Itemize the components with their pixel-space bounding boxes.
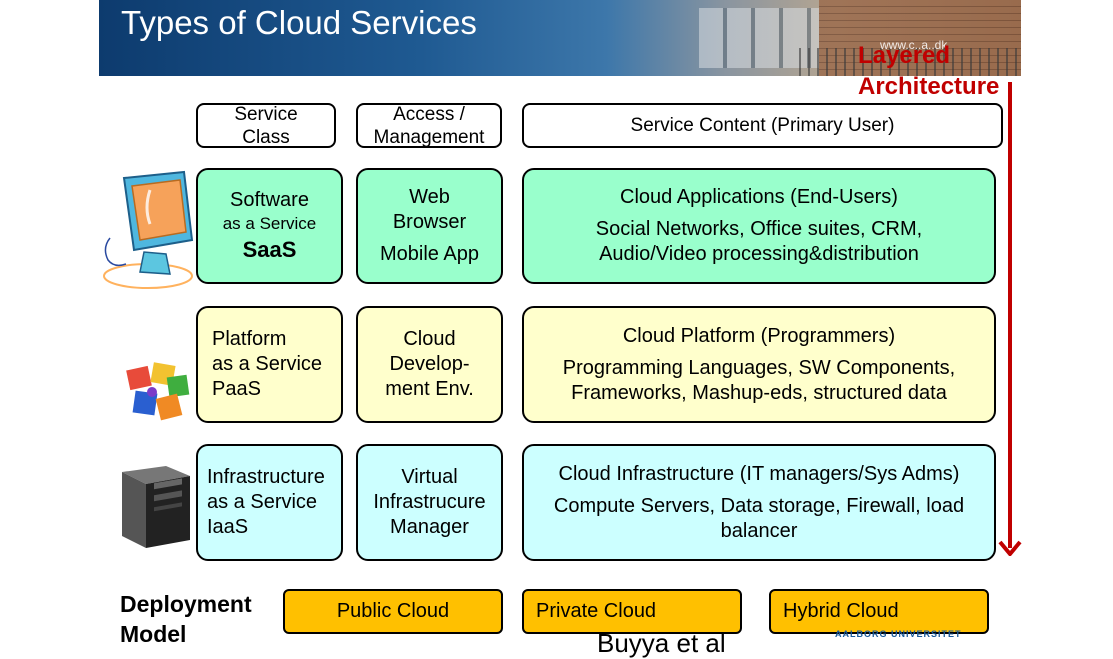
paas-class-box: Platform as a Service PaaS bbox=[196, 306, 343, 423]
deployment-model-label: Deployment Model bbox=[120, 589, 252, 649]
hybrid-cloud-box: Hybrid Cloud bbox=[769, 589, 989, 634]
paas-access-line2: Develop- bbox=[389, 353, 470, 375]
saas-content-line2: Audio/Video processing&distribution bbox=[599, 243, 919, 265]
saas-content-title: Cloud Applications (End-Users) bbox=[620, 186, 898, 208]
saas-class-box: Software as a Service SaaS bbox=[196, 168, 343, 284]
banner-url: www.c..a..dk bbox=[880, 38, 948, 52]
header-access-management: Access / Management bbox=[356, 103, 502, 148]
iaas-content-box: Cloud Infrastructure (IT managers/Sys Ad… bbox=[522, 444, 996, 561]
paas-access-box: Cloud Develop- ment Env. bbox=[356, 306, 503, 423]
public-cloud-box: Public Cloud bbox=[283, 589, 503, 634]
iaas-access-line2: Infrastrucure bbox=[373, 491, 486, 513]
saas-class-line2: as a Service bbox=[222, 213, 317, 233]
header-banner bbox=[99, 0, 1021, 76]
header-access-line2: Management bbox=[373, 126, 485, 148]
monitor-icon bbox=[103, 170, 194, 289]
citation: Buyya et al bbox=[597, 628, 726, 658]
deployment-label-line1: Deployment bbox=[120, 591, 252, 617]
paas-content-box: Cloud Platform (Programmers) Programming… bbox=[522, 306, 996, 423]
banner-bicycles bbox=[799, 48, 1021, 76]
saas-access-line1: Web bbox=[409, 186, 450, 208]
university-logo-text: AALBORG UNIVERSITET bbox=[835, 629, 962, 639]
saas-access-box: Web Browser Mobile App bbox=[356, 168, 503, 284]
iaas-class-line2: as a Service bbox=[207, 491, 318, 513]
iaas-class-line3: IaaS bbox=[207, 516, 249, 538]
header-service-class: Service Class bbox=[196, 103, 336, 148]
private-cloud-label: Private Cloud bbox=[536, 600, 657, 622]
iaas-content-line1: Compute Servers, Data storage, Firewall,… bbox=[553, 494, 965, 517]
puzzle-icon bbox=[126, 362, 190, 421]
public-cloud-label: Public Cloud bbox=[336, 600, 450, 622]
saas-class-line1: Software bbox=[230, 188, 309, 211]
paas-class-line1: Platform bbox=[212, 328, 287, 350]
header-service-class-line1: Service bbox=[234, 103, 298, 125]
header-service-class-line2: Class bbox=[242, 126, 290, 148]
header-service-content: Service Content (Primary User) bbox=[522, 103, 1003, 148]
iaas-content-title: Cloud Infrastructure (IT managers/Sys Ad… bbox=[558, 462, 960, 485]
layered-label-line1: Layered bbox=[858, 42, 951, 69]
layered-label-line2: Architecture bbox=[858, 73, 1000, 100]
iaas-class-line1: Infrastructure bbox=[207, 466, 325, 488]
paas-content-line2: Frameworks, Mashup-eds, structured data bbox=[571, 381, 947, 404]
hybrid-cloud-label: Hybrid Cloud bbox=[783, 600, 899, 622]
deployment-label-line2: Model bbox=[120, 621, 187, 647]
iaas-access-box: Virtual Infrastrucure Manager bbox=[356, 444, 503, 561]
header-service-content-label: Service Content (Primary User) bbox=[630, 115, 895, 136]
iaas-content-line2: balancer bbox=[720, 519, 798, 542]
paas-class-line3: PaaS bbox=[212, 378, 261, 400]
layer-arrow-head-icon bbox=[998, 540, 1022, 556]
saas-class-acronym: SaaS bbox=[242, 236, 297, 262]
paas-access-line1: Cloud bbox=[403, 328, 456, 350]
header-access-line1: Access / bbox=[393, 103, 465, 125]
layered-architecture-label: Layered Architecture bbox=[858, 40, 999, 102]
paas-content-line1: Programming Languages, SW Components, bbox=[562, 356, 956, 379]
layer-arrow-shaft bbox=[1008, 82, 1012, 548]
saas-content-line1: Social Networks, Office suites, CRM, bbox=[595, 218, 923, 240]
saas-access-line3: Mobile App bbox=[380, 243, 479, 265]
server-icon bbox=[122, 466, 190, 548]
iaas-access-line1: Virtual bbox=[401, 466, 458, 488]
iaas-class-box: Infrastructure as a Service IaaS bbox=[196, 444, 343, 561]
paas-access-line3: ment Env. bbox=[385, 378, 474, 400]
slide-title: Types of Cloud Services bbox=[121, 4, 477, 41]
saas-content-box: Cloud Applications (End-Users) Social Ne… bbox=[522, 168, 996, 284]
iaas-access-line3: Manager bbox=[390, 516, 469, 538]
paas-class-line2: as a Service bbox=[212, 353, 323, 375]
saas-access-line2: Browser bbox=[392, 211, 467, 233]
private-cloud-box: Private Cloud bbox=[522, 589, 742, 634]
paas-content-title: Cloud Platform (Programmers) bbox=[622, 324, 896, 347]
